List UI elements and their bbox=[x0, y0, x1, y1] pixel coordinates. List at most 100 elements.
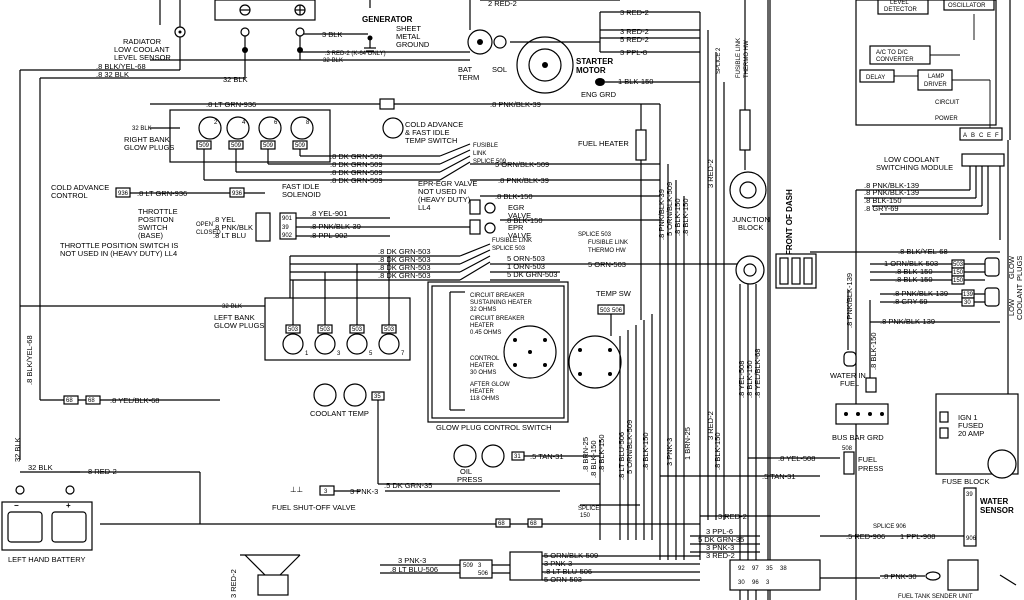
oil-press-icon bbox=[453, 444, 477, 468]
svg-text:LEVEL: LEVEL bbox=[890, 0, 909, 6]
svg-text:.8 DK GRN-503: .8 DK GRN-503 bbox=[378, 247, 431, 256]
svg-text:IGN 1: IGN 1 bbox=[958, 413, 978, 422]
svg-text:1 ORN/BLK-503: 1 ORN/BLK-503 bbox=[884, 259, 938, 268]
svg-text:.8 YEL: .8 YEL bbox=[213, 215, 235, 224]
svg-text:COOLANT TEMP: COOLANT TEMP bbox=[310, 409, 369, 418]
svg-text:.8 YEL-901: .8 YEL-901 bbox=[310, 209, 347, 218]
water-sensor: 39 906 WATER SENSOR .5 RED-906 SPLICE 90… bbox=[820, 487, 1017, 600]
svg-text:THERMO HW: THERMO HW bbox=[744, 40, 750, 78]
svg-text:5: 5 bbox=[369, 351, 373, 357]
svg-text:3 RED-2: 3 RED-2 bbox=[229, 569, 238, 598]
svg-text:.8 DK GRN-509: .8 DK GRN-509 bbox=[330, 168, 383, 177]
svg-text:DELAY: DELAY bbox=[866, 75, 885, 81]
svg-text:PRESS: PRESS bbox=[457, 475, 482, 484]
svg-text:BLOCK: BLOCK bbox=[738, 223, 763, 232]
svg-text:97: 97 bbox=[752, 566, 759, 572]
svg-text:5 DK GRN-35: 5 DK GRN-35 bbox=[698, 535, 744, 544]
svg-text:LAMP: LAMP bbox=[928, 74, 944, 80]
svg-text:3 RED-2: 3 RED-2 bbox=[706, 159, 715, 188]
svg-text:5 ORN-503: 5 ORN-503 bbox=[507, 254, 545, 263]
svg-text:RIGHT BANK: RIGHT BANK bbox=[124, 135, 170, 144]
svg-text:5 RED-2: 5 RED-2 bbox=[620, 35, 649, 44]
svg-text:SPLICE 906: SPLICE 906 bbox=[873, 524, 907, 530]
svg-text:THROTTLE POSITION SWITCH IS: THROTTLE POSITION SWITCH IS bbox=[60, 241, 178, 250]
svg-text:5 ORN-503: 5 ORN-503 bbox=[588, 260, 626, 269]
svg-text:COOLANT: COOLANT bbox=[1015, 283, 1024, 320]
svg-text:LEFT HAND BATTERY: LEFT HAND BATTERY bbox=[8, 555, 86, 564]
svg-text:503: 503 bbox=[384, 327, 395, 333]
svg-text:HEATER: HEATER bbox=[470, 363, 495, 369]
svg-text:PLUGS: PLUGS bbox=[1015, 256, 1024, 281]
svg-text:.8 LT BLU-506: .8 LT BLU-506 bbox=[617, 432, 626, 480]
svg-text:COLD ADVANCE: COLD ADVANCE bbox=[51, 183, 109, 192]
svg-text:−: − bbox=[14, 501, 19, 510]
svg-text:3 PNK-3: 3 PNK-3 bbox=[350, 487, 378, 496]
svg-text:.8 DK GRN-503: .8 DK GRN-503 bbox=[378, 271, 431, 280]
svg-text:32-BLK: 32-BLK bbox=[323, 58, 343, 64]
epr-egr-valve: EPR-EGR VALVE NOT USED IN (HEAVY DUTY) L… bbox=[418, 176, 660, 240]
dk-grn-503-lines: .8 DK GRN-503 .8 DK GRN-503 .8 DK GRN-50… bbox=[289, 232, 740, 300]
svg-text:506: 506 bbox=[478, 571, 489, 577]
svg-text:.8 BLK-150: .8 BLK-150 bbox=[713, 432, 722, 470]
svg-text:.8 PNK/BLK-39: .8 PNK/BLK-39 bbox=[498, 176, 549, 185]
svg-text:.8 PNK/BLK: .8 PNK/BLK bbox=[213, 223, 253, 232]
svg-text:6: 6 bbox=[274, 120, 278, 126]
svg-text:68: 68 bbox=[530, 521, 537, 527]
svg-text:PRESS: PRESS bbox=[858, 464, 883, 473]
svg-text:35: 35 bbox=[766, 566, 773, 572]
svg-text:FUSIBLE LINK: FUSIBLE LINK bbox=[588, 240, 628, 246]
svg-text:68: 68 bbox=[88, 398, 95, 404]
svg-text:.8 DK GRN-509: .8 DK GRN-509 bbox=[330, 160, 383, 169]
svg-text:.8 BLK-150: .8 BLK-150 bbox=[505, 216, 543, 225]
svg-text:68: 68 bbox=[66, 398, 73, 404]
svg-text:.8 PNK/BLK-139: .8 PNK/BLK-139 bbox=[845, 273, 854, 328]
svg-text:.5 RED-906: .5 RED-906 bbox=[846, 532, 885, 541]
svg-text:906: 906 bbox=[966, 536, 977, 542]
svg-text:SOLENOID: SOLENOID bbox=[282, 190, 321, 199]
svg-text:EGR: EGR bbox=[508, 203, 525, 212]
svg-text:CIRCUIT: CIRCUIT bbox=[935, 100, 960, 106]
sheet-metal-label: SHEET bbox=[396, 24, 421, 33]
svg-text:30: 30 bbox=[964, 300, 971, 306]
svg-text:4: 4 bbox=[242, 120, 246, 126]
svg-text:.8 PNK/BLK-139: .8 PNK/BLK-139 bbox=[893, 289, 948, 298]
svg-text:508: 508 bbox=[842, 446, 853, 452]
svg-text:.8 GRY-69: .8 GRY-69 bbox=[893, 297, 928, 306]
svg-text:1 BLK-150: 1 BLK-150 bbox=[618, 77, 653, 86]
svg-text:.8 DK GRN-503: .8 DK GRN-503 bbox=[378, 263, 431, 272]
svg-text:METAL: METAL bbox=[396, 32, 420, 41]
svg-text:LINK: LINK bbox=[473, 151, 486, 157]
generator-area: GENERATOR SHEET METAL GROUND 3 BLK .3 RE… bbox=[20, 0, 470, 84]
svg-text:SENSOR: SENSOR bbox=[980, 506, 1014, 515]
svg-text:FUSIBLE LINK: FUSIBLE LINK bbox=[736, 38, 742, 78]
svg-text:LOW: LOW bbox=[1007, 298, 1016, 316]
svg-text:901: 901 bbox=[282, 216, 293, 222]
svg-text:BUS BAR GRD: BUS BAR GRD bbox=[832, 433, 884, 442]
svg-text:.8 BLK-150: .8 BLK-150 bbox=[895, 267, 933, 276]
cold-advance-switch-icon bbox=[382, 117, 404, 139]
svg-text:LEVEL SENSOR: LEVEL SENSOR bbox=[114, 53, 171, 62]
svg-text:JUNCTION: JUNCTION bbox=[732, 215, 770, 224]
svg-text:5 DK GRN-503: 5 DK GRN-503 bbox=[507, 270, 557, 279]
generator-label: GENERATOR bbox=[362, 15, 413, 24]
svg-text:3 PNK-3: 3 PNK-3 bbox=[544, 559, 572, 568]
svg-text:503: 503 bbox=[320, 327, 331, 333]
svg-text:.3 RED-2 (K-64 ONLY): .3 RED-2 (K-64 ONLY) bbox=[325, 51, 386, 57]
svg-text:.8 BLK-150: .8 BLK-150 bbox=[495, 192, 533, 201]
svg-text:SPLICE 509: SPLICE 509 bbox=[473, 159, 507, 165]
svg-text:902: 902 bbox=[282, 233, 293, 239]
fuse-block: IGN 1 FUSED 20 AMP FUSE BLOCK bbox=[935, 393, 1019, 486]
fuel-heater: FUEL HEATER bbox=[578, 104, 647, 320]
svg-text:5 ORN/BLK-509: 5 ORN/BLK-509 bbox=[625, 420, 634, 474]
svg-text:.8 PNK/BLK-39: .8 PNK/BLK-39 bbox=[310, 222, 361, 231]
svg-text:31: 31 bbox=[514, 454, 521, 460]
right-bank-glow-plugs: 2 4 6 8 509 509 509 509 RIGHT BANK GLOW … bbox=[124, 109, 660, 185]
svg-text:3 RED-2: 3 RED-2 bbox=[620, 27, 649, 36]
svg-text:(HEAVY DUTY): (HEAVY DUTY) bbox=[418, 195, 471, 204]
svg-text:.8 LT BLU-506: .8 LT BLU-506 bbox=[390, 565, 438, 574]
svg-text:WATER IN: WATER IN bbox=[830, 371, 866, 380]
svg-text:.8 PNK-30: .8 PNK-30 bbox=[882, 572, 917, 581]
svg-text:NOT USED IN (HEAVY DUTY) LL4: NOT USED IN (HEAVY DUTY) LL4 bbox=[60, 249, 177, 258]
svg-text:POSITION: POSITION bbox=[138, 215, 174, 224]
svg-text:32 BLK: 32 BLK bbox=[223, 75, 248, 84]
